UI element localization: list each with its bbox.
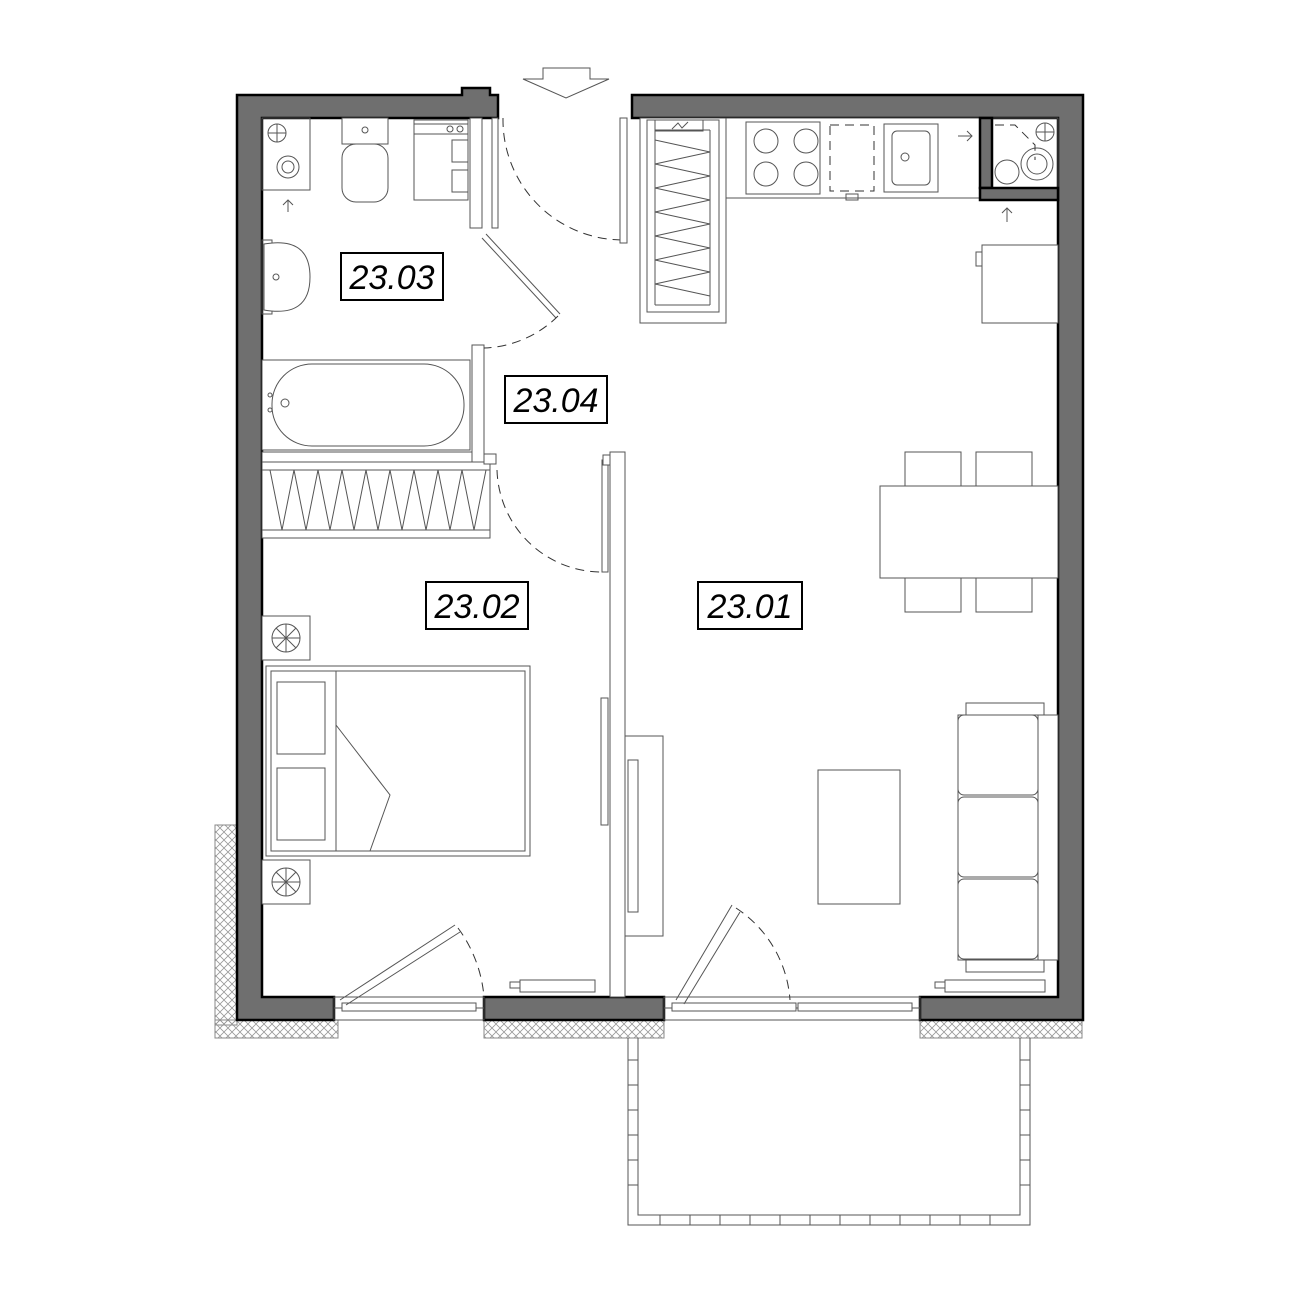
room-number: 23.01	[706, 588, 792, 626]
balcony	[627, 1038, 1031, 1226]
insulation-bottom-left	[214, 1019, 339, 1039]
room-label-23-03: 23.03	[340, 252, 444, 301]
entry-wardrobe	[639, 117, 727, 324]
radiator-living	[934, 979, 1046, 993]
bedroom-living-wall	[600, 451, 664, 998]
insulation-bottom-right	[919, 1019, 1083, 1039]
toilet	[341, 117, 389, 203]
bedroom-balcony-door[interactable]	[333, 924, 485, 1021]
insulation-left	[214, 824, 238, 1026]
bathtub	[261, 359, 471, 451]
nightstand-top	[261, 615, 311, 661]
dining-set	[879, 451, 1059, 613]
nightstand-bottom	[261, 859, 311, 905]
room-number: 23.04	[512, 382, 598, 420]
entrance-arrow-icon	[522, 67, 610, 99]
coffee-table	[817, 769, 901, 905]
room-number: 23.02	[433, 588, 519, 626]
double-bed	[265, 665, 531, 857]
room-label-23-04: 23.04	[504, 375, 608, 424]
bathroom-shaft	[261, 117, 311, 212]
washing-machine	[413, 119, 469, 201]
living-balcony-door[interactable]	[663, 904, 921, 1021]
room-number: 23.03	[348, 259, 434, 297]
sofa	[957, 702, 1059, 973]
bedroom-door[interactable]	[496, 459, 609, 573]
radiator-bedroom	[509, 979, 596, 993]
kitchen-shaft	[958, 116, 1060, 222]
room-label-23-02: 23.02	[425, 581, 529, 630]
entrance-door[interactable]	[491, 117, 628, 244]
insulation-bottom-mid	[483, 1019, 665, 1039]
hall-wardrobe	[261, 453, 497, 539]
refrigerator	[975, 244, 1059, 324]
kitchen-counter	[725, 117, 981, 201]
room-label-23-01: 23.01	[697, 581, 803, 630]
bathroom-sink	[261, 239, 311, 315]
